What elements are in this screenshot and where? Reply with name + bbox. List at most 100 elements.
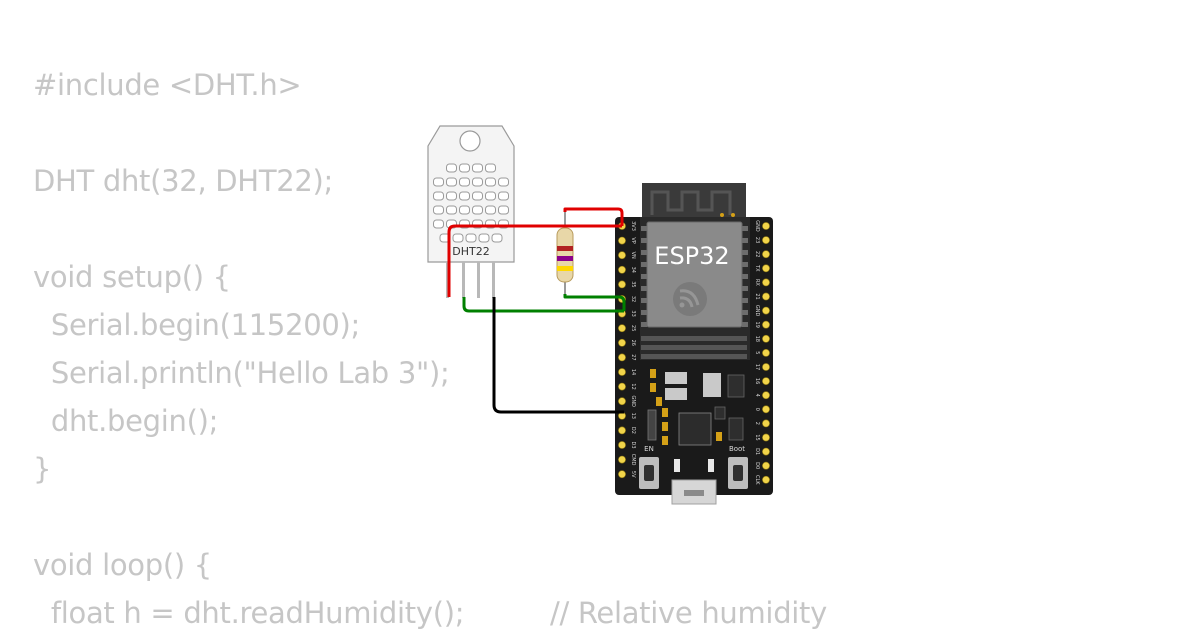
grille-slot bbox=[485, 205, 496, 215]
header-pin[interactable] bbox=[762, 222, 770, 230]
header-pin[interactable] bbox=[618, 280, 626, 289]
esp32-board[interactable]: ESP32 EN Boot bbox=[615, 183, 773, 505]
code-line: void loop() { bbox=[33, 548, 212, 582]
code-line: #include <DHT.h> bbox=[33, 68, 302, 102]
grille-slot bbox=[433, 191, 444, 201]
pin-label: 18 bbox=[754, 336, 760, 342]
grille-slot bbox=[446, 177, 457, 187]
header-pin[interactable] bbox=[618, 397, 626, 406]
pin-label: 15 bbox=[754, 434, 760, 440]
code-line: dht.begin(); bbox=[33, 404, 219, 438]
header-pin[interactable] bbox=[762, 348, 770, 357]
pin-label: 25 bbox=[630, 325, 636, 331]
pullup-resistor[interactable] bbox=[556, 210, 574, 296]
grille-slot bbox=[478, 233, 490, 243]
pin-label: 21 bbox=[754, 293, 760, 299]
pin-label: 19 bbox=[754, 322, 760, 328]
wire-data-resistor[interactable] bbox=[563, 294, 626, 311]
header-pin[interactable] bbox=[618, 455, 626, 464]
code-line: void setup() { bbox=[33, 260, 231, 294]
code-line: DHT dht(32, DHT22); bbox=[33, 164, 334, 198]
header-pin[interactable] bbox=[762, 419, 770, 428]
header-pin[interactable] bbox=[618, 251, 626, 260]
pin-label: 35 bbox=[630, 281, 636, 287]
header-pin[interactable] bbox=[762, 306, 770, 315]
header-pin[interactable] bbox=[618, 236, 626, 245]
grille-slot bbox=[498, 177, 509, 187]
grille-slot bbox=[446, 191, 457, 201]
pin-label: GND bbox=[630, 395, 636, 407]
grille-slot bbox=[498, 191, 509, 201]
pin-label: VN bbox=[630, 252, 636, 259]
dht22-sensor[interactable]: DHT22 bbox=[427, 125, 515, 298]
pin-label: GND bbox=[754, 305, 760, 317]
grille-slot bbox=[472, 163, 483, 173]
header-pin[interactable] bbox=[762, 405, 770, 414]
header-pin[interactable] bbox=[618, 353, 626, 362]
pin-label: CMD bbox=[630, 454, 636, 466]
grille-slot bbox=[433, 205, 444, 215]
usb-port-icon bbox=[671, 459, 717, 505]
header-pin[interactable] bbox=[762, 334, 770, 343]
antenna-trace-icon bbox=[650, 190, 732, 215]
grille-slot bbox=[485, 191, 496, 201]
pin-label: 2 bbox=[754, 422, 760, 425]
grille-slot bbox=[459, 177, 470, 187]
header-pin[interactable] bbox=[618, 382, 626, 391]
grille-slot bbox=[433, 219, 444, 229]
wire-power-resistor[interactable] bbox=[563, 207, 624, 226]
pin-label: 12 bbox=[630, 383, 636, 389]
pin-label: VP bbox=[630, 237, 636, 243]
pin-label: 26 bbox=[630, 340, 636, 346]
usb-uart-chip bbox=[678, 412, 712, 446]
pin-label: 14 bbox=[630, 369, 636, 375]
header-pin[interactable] bbox=[618, 265, 626, 274]
header-pin[interactable] bbox=[762, 447, 770, 456]
header-pin[interactable] bbox=[762, 391, 770, 400]
header-pin[interactable] bbox=[762, 264, 770, 273]
pin-label: TX bbox=[754, 264, 760, 272]
pin-label: D2 bbox=[630, 427, 636, 434]
smd-components bbox=[647, 369, 745, 446]
header-pin[interactable] bbox=[762, 433, 770, 442]
wire-data[interactable] bbox=[462, 297, 624, 313]
header-pin[interactable] bbox=[762, 278, 770, 287]
header-pin[interactable] bbox=[618, 338, 626, 347]
wire-ground[interactable] bbox=[492, 297, 624, 414]
grille-slot bbox=[498, 205, 509, 215]
en-button-label: EN bbox=[644, 445, 654, 453]
grille-slot bbox=[459, 205, 470, 215]
header-pin[interactable] bbox=[618, 470, 626, 479]
header-pin[interactable] bbox=[762, 236, 770, 244]
header-pin[interactable] bbox=[762, 363, 770, 371]
header-pin[interactable] bbox=[618, 426, 626, 435]
pin-label: 22 bbox=[754, 251, 760, 257]
pin-label: 23 bbox=[754, 237, 760, 243]
pin-label: RX bbox=[754, 279, 760, 286]
pin-label: D3 bbox=[630, 441, 636, 448]
grille-slot bbox=[485, 163, 496, 173]
pin-label: 16 bbox=[754, 378, 760, 384]
en-button[interactable] bbox=[639, 457, 659, 489]
header-pin[interactable] bbox=[762, 320, 770, 329]
header-pin[interactable] bbox=[762, 292, 770, 301]
grille-slot bbox=[472, 177, 483, 187]
pin-label: 34 bbox=[630, 267, 636, 273]
wire-power[interactable] bbox=[447, 224, 622, 297]
header-pin[interactable] bbox=[762, 377, 770, 385]
mount-hole-icon bbox=[459, 130, 481, 152]
header-pin[interactable] bbox=[762, 250, 770, 259]
header-pin[interactable] bbox=[762, 461, 770, 470]
header-pin[interactable] bbox=[618, 441, 626, 449]
resistor-band bbox=[557, 246, 573, 251]
pin-label: GND bbox=[754, 220, 760, 232]
wires bbox=[447, 207, 626, 414]
pin-label: 5 bbox=[754, 351, 760, 354]
module-castellations bbox=[641, 226, 748, 359]
boot-button[interactable] bbox=[728, 457, 748, 489]
code-line: Serial.begin(115200); bbox=[33, 308, 361, 342]
header-pin[interactable] bbox=[618, 368, 626, 376]
header-pin[interactable] bbox=[618, 324, 626, 333]
header-pin[interactable] bbox=[762, 475, 770, 484]
